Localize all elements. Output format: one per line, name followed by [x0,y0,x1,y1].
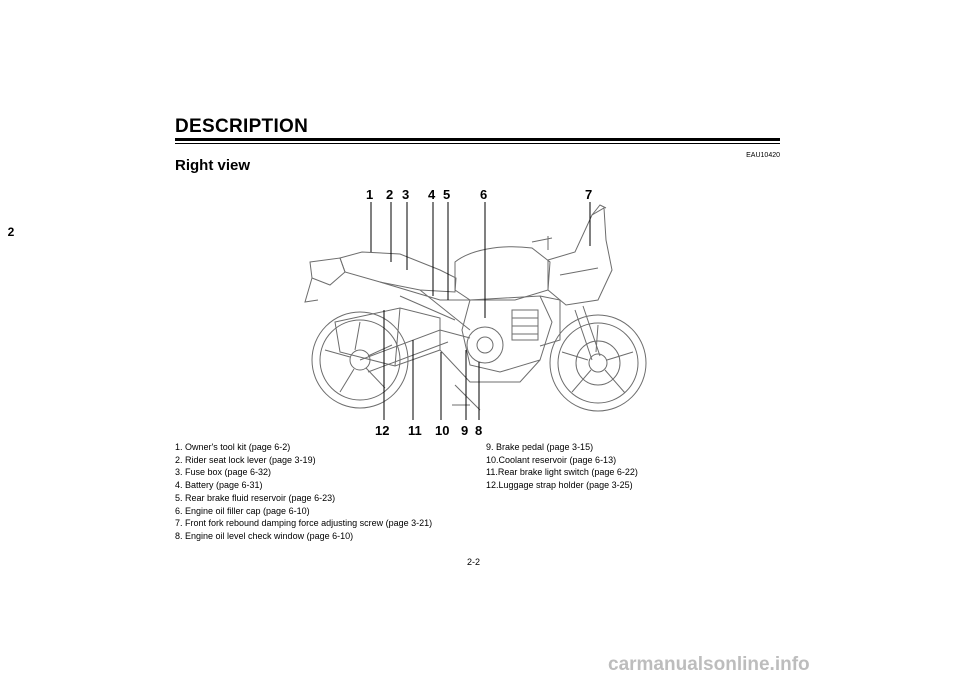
callout-9: 9 [461,423,469,438]
legend-item: 12.Luggage strap holder (page 3-25) [486,480,633,491]
section-title: Right view [175,157,251,174]
legend-item: 8. Engine oil level check window (page 6… [175,530,354,541]
legend-item: 4. Battery (page 6-31) [175,480,263,491]
chapter-tab: 2 [7,225,15,239]
callout-1: 1 [366,187,374,202]
callout-5: 5 [443,187,451,202]
callout-12: 12 [375,423,390,438]
title-rule-thin [175,143,780,144]
legend-item: 7. Front fork rebound damping force adju… [175,518,433,529]
callout-6: 6 [480,187,488,202]
legend-item: 11.Rear brake light switch (page 6-22) [486,467,638,478]
callout-11: 11 [408,423,422,438]
page-number: 2-2 [467,557,481,567]
callout-7: 7 [585,187,593,202]
legend-item: 2. Rider seat lock lever (page 3-19) [175,454,316,465]
callout-2: 2 [386,187,394,202]
legend-item: 10.Coolant reservoir (page 6-13) [486,454,617,465]
legend-right-column: 9. Brake pedal (page 3-15) 10.Coolant re… [486,441,638,492]
watermark: carmanualsonline.info [608,654,810,675]
legend-item: 3. Fuse box (page 6-32) [175,467,272,478]
legend-item: 9. Brake pedal (page 3-15) [486,442,594,452]
legend-item: 5. Rear brake fluid reservoir (page 6-23… [175,492,336,503]
callout-10: 10 [435,423,450,438]
callout-3: 3 [402,187,410,202]
callout-4: 4 [428,187,436,202]
legend-item: 1. Owner's tool kit (page 6-2) [175,442,291,452]
motorcycle-right-view-illustration [304,202,647,420]
title-rule-thick [175,138,780,141]
doc-code: EAU10420 [746,152,780,159]
page-title: DESCRIPTION [175,116,309,137]
callout-8: 8 [475,423,483,438]
legend-left-column: 1. Owner's tool kit (page 6-2) 2. Rider … [175,441,432,543]
legend-item: 6. Engine oil filler cap (page 6-10) [175,505,310,516]
